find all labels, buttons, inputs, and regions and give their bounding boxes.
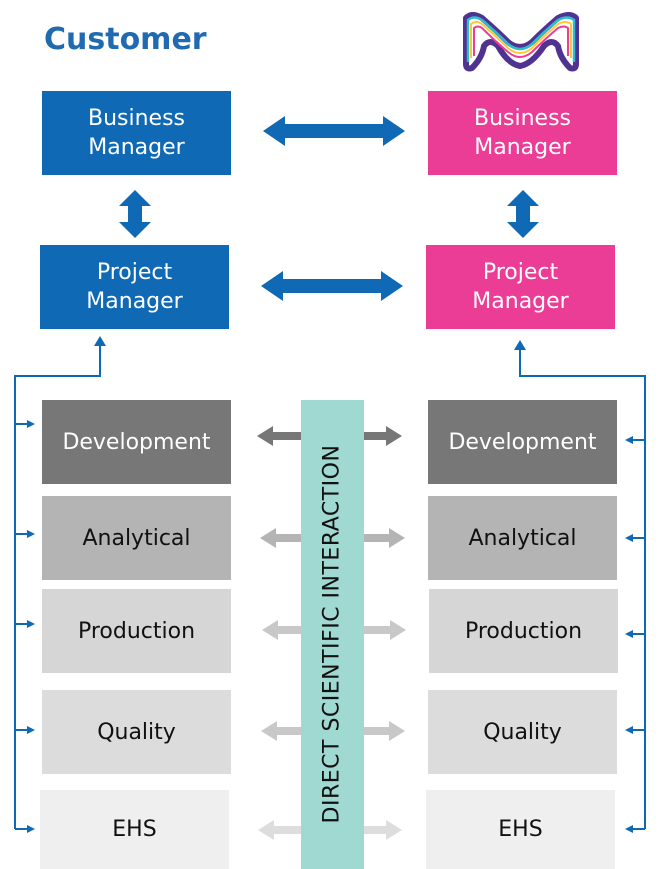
customer-dept-production: Production [42,589,231,673]
merck-m-logo-icon [463,12,579,72]
customer-dept-quality: Quality [42,690,231,774]
merck-vertical-double-arrow [507,190,539,238]
customer-feedback-connector [14,342,101,829]
development-interaction-arrows [257,426,402,446]
customer-connector-arrowhead [94,336,106,346]
merck-dept-production: Production [429,589,618,673]
merck-dept-quality: Quality [428,690,617,774]
ehs-interaction-arrows [258,820,402,840]
merck-feedback-connector [519,348,646,829]
merck-dept-development: Development [428,400,617,484]
customer-label: Customer [44,22,207,57]
customer-vertical-double-arrow [119,190,151,238]
quality-interaction-arrows [261,721,405,741]
customer-dept-development: Development [42,400,231,484]
direct-scientific-interaction-band [301,400,364,869]
pm-double-arrow [261,271,403,301]
customer-dept-ehs: EHS [40,790,229,869]
merck-dept-analytical: Analytical [428,496,617,580]
merck-dept-ehs: EHS [426,790,615,869]
customer-dept-analytical: Analytical [42,496,231,580]
production-interaction-arrows [262,620,406,640]
merck-connector-arrowhead [514,340,526,350]
bm-double-arrow [263,116,405,146]
analytical-interaction-arrows [260,528,405,548]
